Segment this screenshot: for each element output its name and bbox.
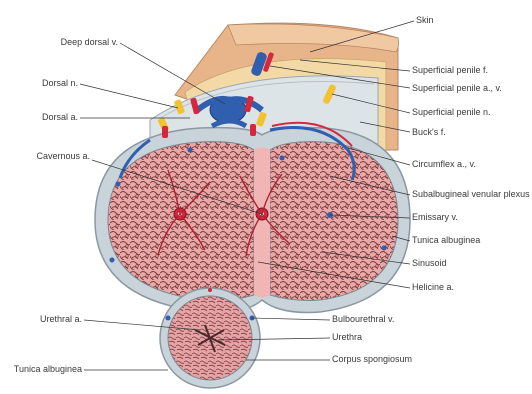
label-superficial-penile-n: Superficial penile n.: [412, 107, 491, 118]
label-superficial-penile-f: Superficial penile f.: [412, 65, 488, 76]
label-skin: Skin: [416, 15, 434, 26]
label-deep-dorsal-v: Deep dorsal v.: [22, 37, 118, 48]
label-urethral-a: Urethral a.: [10, 314, 82, 325]
label-superficial-penile-a-v: Superficial penile a., v.: [412, 83, 502, 94]
corpora-cavernosa: [95, 128, 410, 313]
label-bucks-f: Buck's f.: [412, 127, 446, 138]
label-dorsal-n: Dorsal n.: [10, 78, 78, 89]
corpus-spongiosum: [160, 288, 260, 388]
label-bulbourethral-v: Bulbourethral v.: [332, 314, 394, 325]
label-sinusoid: Sinusoid: [412, 258, 447, 269]
label-circumflex-a-v: Circumflex a., v.: [412, 159, 476, 170]
label-helicine-a: Helicine a.: [412, 282, 454, 293]
label-tunica-albuginea-right: Tunica albuginea: [412, 235, 480, 246]
label-dorsal-a: Dorsal a.: [10, 112, 78, 123]
label-cavernous-a: Cavernous a.: [10, 151, 90, 162]
label-urethra: Urethra: [332, 332, 362, 343]
label-corpus-spongiosum: Corpus spongiosum: [332, 354, 412, 365]
label-tunica-albuginea-left: Tunica albuginea: [4, 364, 82, 375]
label-emissary-v: Emissary v.: [412, 212, 458, 223]
label-subalbugineal-venular-plexus: Subalbugineal venular plexus: [412, 189, 530, 200]
